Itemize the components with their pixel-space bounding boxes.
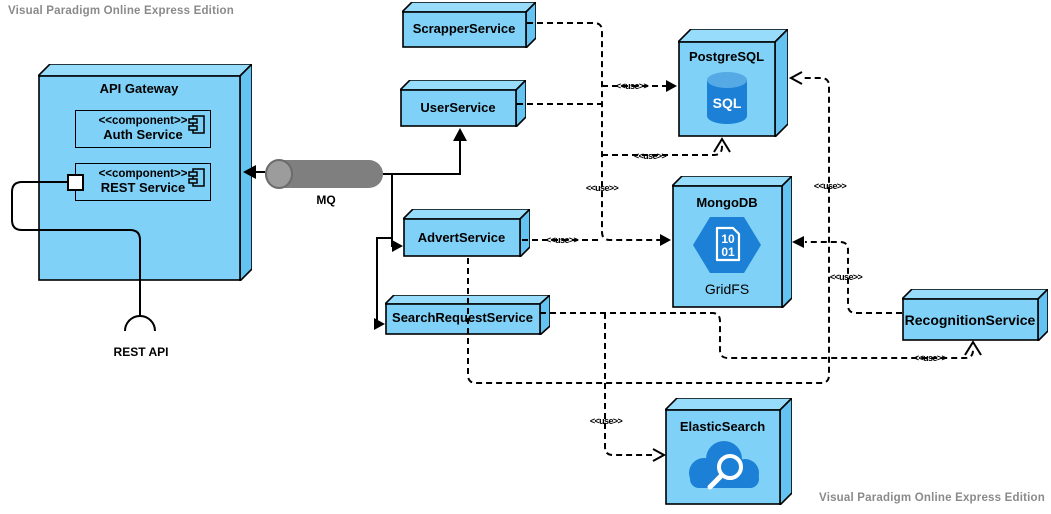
watermark-bottom: Visual Paradigm Online Express Edition	[819, 492, 1045, 504]
node-scrapper-service[interactable]: ScrapperService	[402, 2, 536, 48]
mq-queue-shape[interactable]	[265, 159, 383, 189]
arrowhead-into-userservice	[453, 128, 467, 141]
component-rest-service[interactable]: <<component>> REST Service	[75, 163, 211, 201]
mongodb-subtitle: GridFS	[704, 281, 750, 297]
node-search-request-service[interactable]: SearchRequestService	[385, 295, 550, 335]
use-label-searchrequest-elasticsearch[interactable]: <<use>>	[589, 416, 623, 426]
node-user-service[interactable]: UserService	[400, 80, 526, 127]
use-label-trunk-postgresql-bottom[interactable]: <<use>>	[633, 151, 667, 161]
use-label-advertservice-mongodb[interactable]: <<use>>	[545, 235, 579, 245]
mongodb-gridfs-icon: 10 01	[693, 217, 761, 273]
arrowhead-into-mongodb-right	[792, 236, 804, 248]
auth-service-name: Auth Service	[103, 127, 183, 142]
node-advert-service[interactable]: AdvertService	[403, 209, 530, 257]
open-arrowhead-into-elasticsearch	[652, 448, 667, 462]
user-title: UserService	[420, 100, 496, 115]
arrowhead-into-postgresql-left	[666, 80, 677, 92]
search-request-title: SearchRequestService	[392, 310, 533, 325]
open-arrowhead-into-postgresql-right	[788, 71, 803, 85]
svg-text:01: 01	[721, 245, 735, 259]
arrowhead-into-advertservice	[392, 240, 403, 252]
mq-label: MQ	[316, 193, 336, 207]
edge-scrapper-mongodb-trunk[interactable]	[527, 22, 661, 241]
edge-searchrequest-elasticsearch[interactable]	[604, 313, 652, 456]
edge-mq-userservice[interactable]	[383, 140, 461, 175]
svg-text:10: 10	[721, 232, 735, 246]
scrapper-3d-box	[402, 2, 536, 48]
arrowhead-into-searchrequestservice	[374, 318, 385, 330]
use-label-recognition-mongodb[interactable]: <<use>>	[829, 272, 863, 282]
node-api-gateway[interactable]: API Gateway <<component>> Auth Service <…	[38, 64, 252, 281]
mongodb-title: MongoDB	[696, 195, 758, 210]
advert-title: AdvertService	[417, 230, 506, 245]
edge-mq-advertservice[interactable]	[391, 174, 394, 247]
auth-service-stereotype: <<component>>	[98, 115, 188, 127]
use-label-advertservice-postgresql[interactable]: <<use>>	[813, 181, 847, 191]
node-recognition-service[interactable]: RecognitionService	[902, 289, 1048, 341]
rest-service-stereotype: <<component>>	[98, 168, 188, 180]
component-icon	[188, 115, 205, 134]
arrowhead-into-mongodb-left	[660, 234, 671, 246]
rest-service-port[interactable]	[67, 174, 84, 191]
svg-text:SQL: SQL	[713, 95, 742, 111]
node-postgresql[interactable]: PostgreSQL SQL	[678, 29, 788, 137]
node-mongodb[interactable]: MongoDB 10 01 GridFS	[672, 176, 792, 308]
open-arrowhead-into-postgresql-bottom	[713, 137, 731, 153]
sql-database-icon: SQL	[707, 72, 747, 124]
elasticsearch-cloud-search-icon	[689, 441, 759, 490]
elasticsearch-title: ElasticSearch	[679, 419, 766, 434]
use-label-userservice-mongodb[interactable]: <<use>>	[585, 183, 619, 193]
postgresql-title: PostgreSQL	[688, 49, 765, 64]
rest-api-socket-icon[interactable]	[124, 315, 156, 332]
watermark-top: Visual Paradigm Online Express Edition	[8, 5, 234, 17]
api-gateway-title: API Gateway	[99, 81, 179, 96]
component-auth-service[interactable]: <<component>> Auth Service	[75, 110, 211, 148]
use-label-scrapper-postgresql[interactable]: <<use>>	[615, 81, 649, 91]
scrapper-title: ScrapperService	[412, 21, 516, 36]
component-icon	[188, 168, 205, 187]
recognition-title: RecognitionService	[904, 312, 1036, 328]
use-label-searchrequest-recognition[interactable]: <<use>>	[913, 353, 947, 363]
node-elasticsearch[interactable]: ElasticSearch	[665, 398, 792, 505]
open-arrowhead-into-recognition-bottom	[964, 340, 982, 356]
rest-api-label: REST API	[113, 345, 169, 359]
